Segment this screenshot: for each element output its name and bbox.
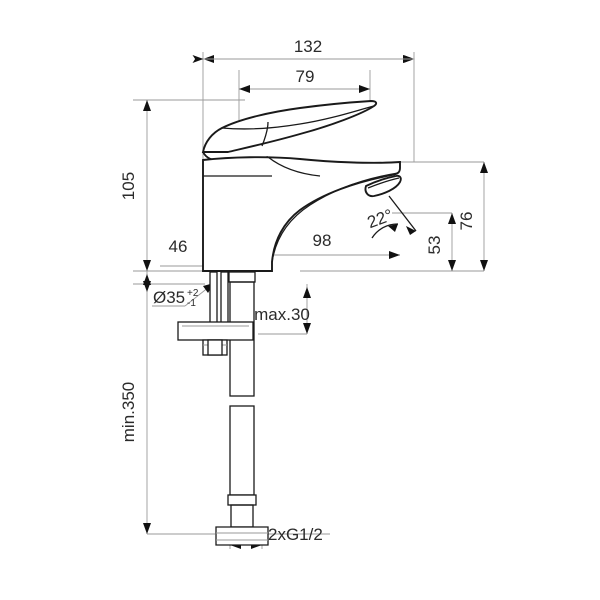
mounting-bracket [177, 321, 254, 341]
dimension-overall-width: 132 [192, 37, 415, 63]
dimension-min-hose-length: min.350 [119, 292, 215, 535]
dim-label-98: 98 [313, 231, 332, 250]
dim-label-diameter-35: Ø35 [153, 288, 185, 307]
dimension-outlet-angle: 22° [365, 195, 417, 239]
dimension-lever-reach: 79 [239, 67, 370, 93]
dim-label-tol-upper: +2 [187, 288, 199, 299]
dim-label-79: 79 [296, 67, 315, 86]
dim-label-132: 132 [294, 37, 322, 56]
dimension-mounting-hole: Ø35 +2 -1 [143, 271, 215, 309]
mixer-body [202, 156, 401, 272]
braided-hose-lower [227, 405, 257, 528]
hose-union-nut [215, 526, 269, 546]
dim-label-tol-lower: -1 [187, 298, 196, 309]
mounting-nut [202, 339, 228, 356]
aerator-outlet [364, 174, 402, 198]
dim-label-76: 76 [457, 212, 476, 231]
dimension-max-deck-thickness: max.30 [254, 284, 311, 335]
dim-label-2xg12: 2xG1/2 [268, 525, 323, 544]
hose-ferrule [228, 271, 256, 283]
dim-label-min350: min.350 [119, 382, 138, 442]
dimension-overall-height: 105 [119, 100, 151, 271]
dim-label-53: 53 [425, 236, 444, 255]
dimension-body-top-height: 76 [457, 162, 488, 271]
dim-label-46: 46 [169, 237, 188, 256]
dimension-outlet-height: 53 [425, 213, 456, 271]
dim-label-max30: max.30 [254, 305, 310, 324]
dim-label-105: 105 [119, 172, 138, 200]
lever-handle [201, 100, 378, 162]
